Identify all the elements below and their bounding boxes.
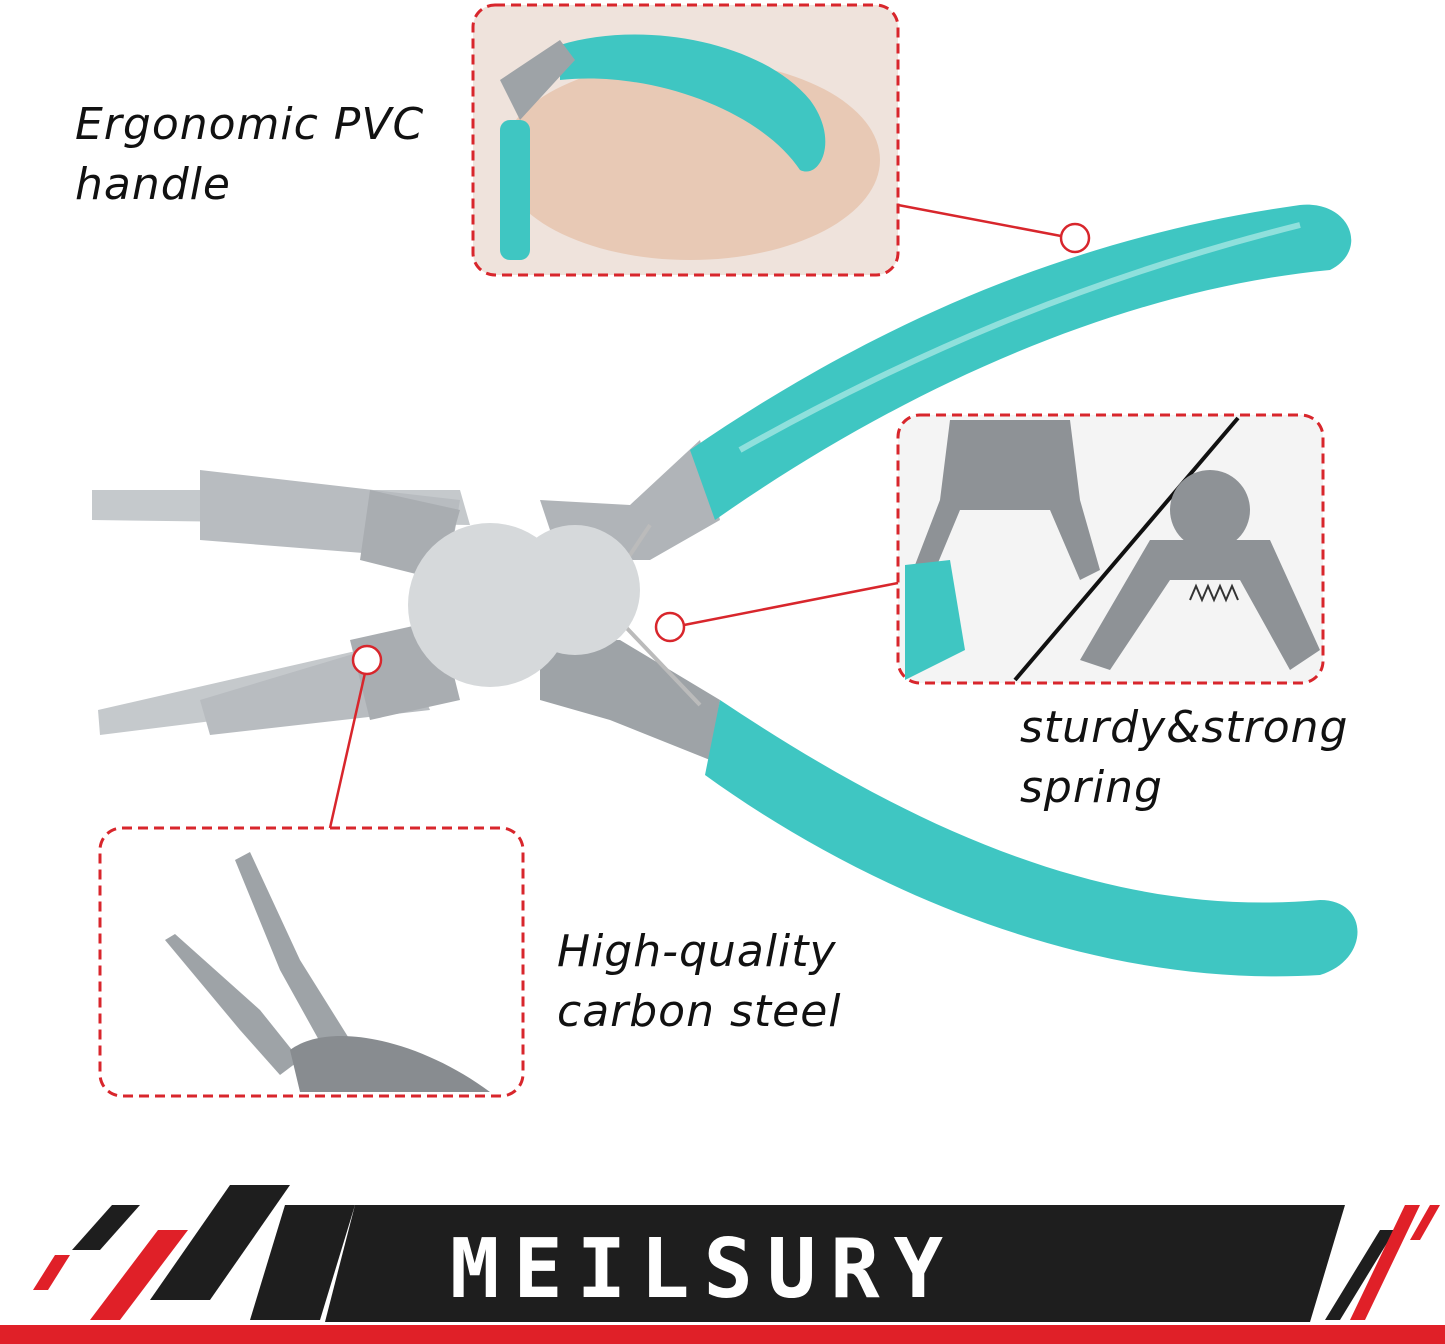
callout-box-steel [98,826,525,1098]
label-line: spring [1020,762,1163,813]
label-line: sturdy&strong [1020,702,1349,753]
label-line: handle [75,159,231,210]
callout-label-steel: High-quality carbon steel [557,922,842,1042]
label-line: Ergonomic PVC [75,99,425,150]
callout-label-spring: sturdy&strong spring [1020,698,1348,818]
pliers [92,204,1358,977]
callout-label-handle: Ergonomic PVC handle [75,95,424,215]
callout-box-spring [896,413,1325,685]
label-line: carbon steel [557,986,842,1037]
label-line: High-quality [557,926,837,977]
leader-lines [328,203,1062,829]
callout-markers [351,222,1091,676]
callout-box-handle [471,3,900,277]
brand-logo-text: MEILSURY [450,1222,957,1317]
brand-banner [0,1185,1445,1344]
